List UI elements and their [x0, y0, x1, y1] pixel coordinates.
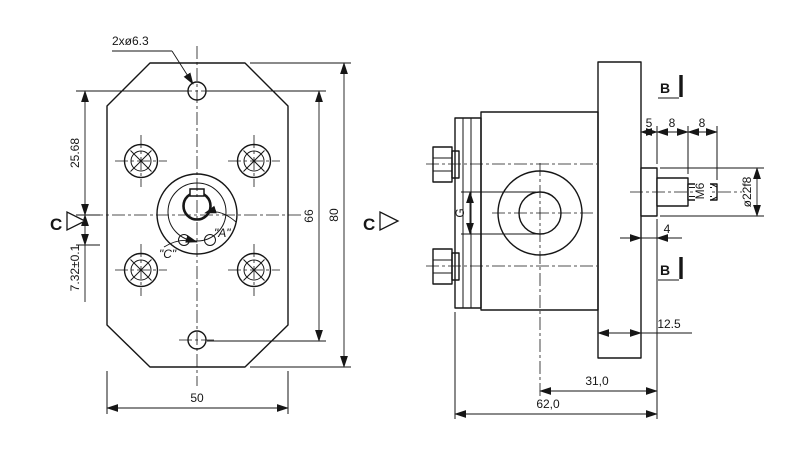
thread-chamfer — [710, 183, 718, 188]
dim-7-32-label: 7.32±0.1 — [68, 244, 82, 291]
section-c-label: C — [50, 215, 62, 234]
dim-o22f8-label: ø22f8 — [740, 176, 754, 207]
m6-label-backing — [695, 176, 710, 207]
mounting-flange — [597, 61, 642, 359]
port-g-label: G — [453, 208, 467, 217]
rotation-label-a: "A" — [214, 226, 231, 240]
rotation-label-c: "C" — [159, 247, 177, 261]
section-c-label: C — [363, 215, 375, 234]
dim-5-label: 5 — [646, 116, 653, 130]
dim-31-label: 31,0 — [585, 374, 609, 388]
dim-62-label: 62,0 — [536, 397, 560, 411]
section-b-top-label: B — [660, 80, 670, 96]
bolt-hole-top-right — [228, 135, 280, 187]
dim-4-label: 4 — [664, 222, 671, 236]
dowel-hole-right — [204, 234, 216, 246]
thread-chamfer — [710, 196, 718, 201]
dim-66-label: 66 — [302, 209, 316, 223]
section-c-arrow — [379, 210, 400, 232]
side-view: C G — [363, 61, 764, 419]
rotation-arrow-a — [204, 205, 237, 223]
bolt-hole-bottom-left — [115, 244, 167, 296]
dim-80-label: 80 — [327, 208, 341, 222]
bolt-hole-bottom-right — [228, 244, 280, 296]
front-view: "A" "C" 2xø6.3 25.68 7.32±0.1 66 80 50 C — [50, 34, 351, 414]
dim-8a-label: 8 — [669, 116, 676, 130]
section-c-arrow — [66, 210, 87, 232]
dim-top-holes-label: 2xø6.3 — [112, 34, 149, 48]
section-b-bottom-label: B — [660, 262, 670, 278]
dim-12-5-label: 12.5 — [657, 317, 681, 331]
dim-25-68-label: 25.68 — [68, 138, 82, 168]
bolt-hole-top-left — [115, 135, 167, 187]
thread-m6-label: M6 — [693, 182, 707, 199]
dim-50-label: 50 — [190, 391, 204, 405]
dim-top-holes-arrow — [171, 50, 194, 85]
dim-8b-label: 8 — [699, 116, 706, 130]
rotation-arrow-c — [163, 235, 198, 248]
flange-outline — [106, 62, 289, 368]
